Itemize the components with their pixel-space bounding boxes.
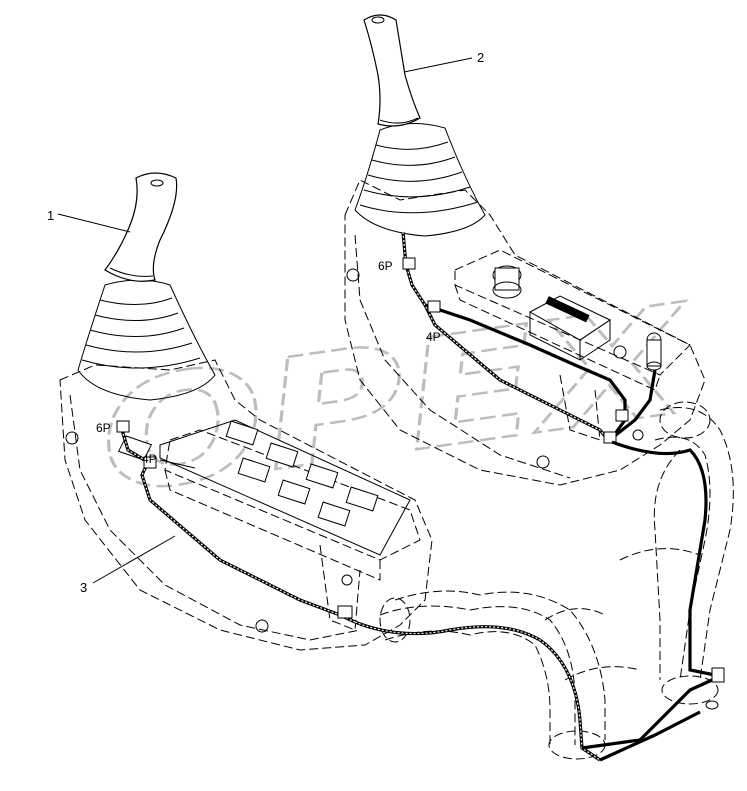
callout-3-label: 3: [80, 580, 87, 595]
left-console: [59, 172, 433, 651]
connector-label-right-4p: 4P: [426, 330, 441, 344]
right-console: [344, 14, 706, 486]
watermark-text: OPEX: [89, 273, 706, 529]
callout-2-label: 2: [477, 50, 484, 65]
connector-label-left-6p: 6P: [96, 421, 111, 435]
connector-label-left-4p: 4P: [142, 452, 157, 466]
switch-panel: [117, 419, 411, 556]
callout-2: 2: [403, 50, 484, 73]
connector-label-right-6p: 6P: [378, 259, 393, 273]
connector-4p-right: [427, 300, 441, 313]
connector-4p-left: [143, 456, 157, 469]
gauge: [613, 332, 662, 371]
right-joystick-grip: [363, 14, 421, 127]
callout-1: 1: [47, 208, 131, 233]
connector-6p-right: [402, 257, 416, 270]
callout-1-label: 1: [47, 208, 54, 223]
ignition-switch: [492, 265, 522, 299]
connector-6p-left: [116, 420, 130, 433]
left-boot: [77, 279, 216, 401]
left-joystick-grip: [104, 172, 178, 282]
control-module: [528, 295, 612, 361]
callout-3: 3: [80, 535, 176, 595]
right-boot: [354, 122, 486, 237]
harness-conduits: [354, 401, 734, 762]
